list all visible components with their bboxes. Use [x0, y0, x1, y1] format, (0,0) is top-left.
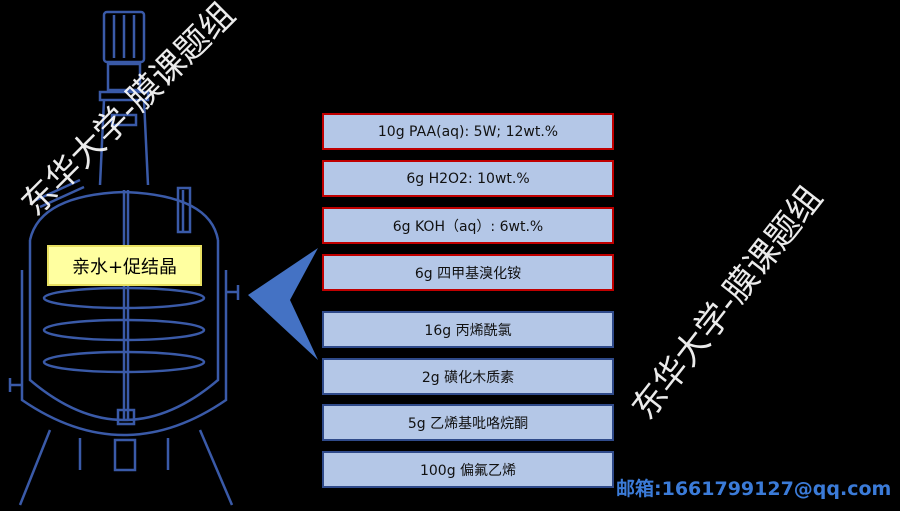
ingredient-box: 2g 磺化木质素: [322, 358, 614, 395]
contact-email: 邮箱:1661799127@qq.com: [616, 478, 892, 500]
ingredient-box: 10g PAA(aq): 5W; 12wt.%: [322, 113, 614, 150]
ingredient-box: 16g 丙烯酰氯: [322, 311, 614, 348]
ingredient-box: 6g 四甲基溴化铵: [322, 254, 614, 291]
ingredient-box: 5g 乙烯基吡咯烷酮: [322, 404, 614, 441]
vessel-label: 亲水+促结晶: [47, 245, 202, 286]
ingredient-box: 6g H2O2: 10wt.%: [322, 160, 614, 197]
ingredient-box: 6g KOH（aq）: 6wt.%: [322, 207, 614, 244]
ingredient-box: 100g 偏氟乙烯: [322, 451, 614, 488]
arrow-icon: [248, 248, 318, 360]
